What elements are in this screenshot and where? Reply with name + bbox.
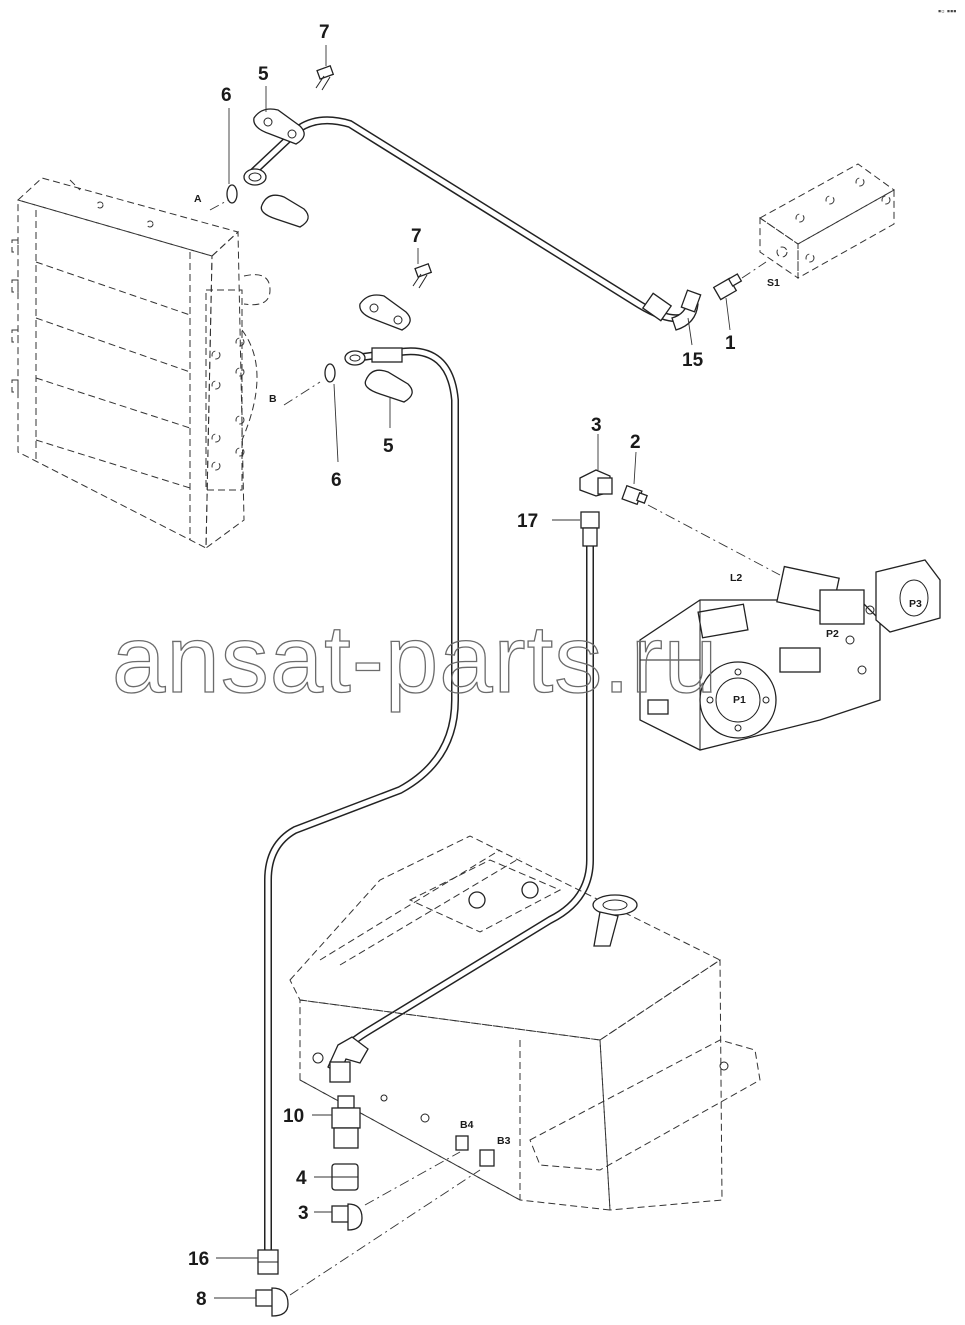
callout-7-lower: 7 (411, 226, 422, 247)
callout-6-upper: 6 (221, 85, 232, 106)
port-label-p2: P2 (826, 628, 839, 640)
elbow-fitting-8 (255, 1287, 289, 1317)
split-flange-lower (359, 294, 413, 403)
leader-b (283, 381, 321, 406)
cooler-outline (11, 177, 271, 550)
leader-l2 (647, 504, 781, 576)
elbow-fitting-lower (331, 1203, 363, 1231)
valve-block-s1 (759, 163, 895, 279)
adapter-fitting-s1 (712, 261, 767, 301)
leader-b4 (364, 1151, 461, 1206)
drain-tube-17 (327, 511, 600, 1083)
adapter-fitting-2 (621, 484, 648, 506)
callout-4: 4 (296, 1168, 307, 1189)
port-label-p1: P1 (733, 694, 746, 706)
bolt-lower (412, 263, 433, 289)
check-valve-10 (331, 1095, 361, 1149)
o-ring-upper (226, 184, 238, 204)
callout-6-lower: 6 (331, 470, 342, 491)
watermark: ansat-parts.ru (112, 606, 718, 713)
port-label-b: B (269, 393, 277, 405)
port-label-b4: B4 (460, 1119, 474, 1131)
callout-5-lower: 5 (383, 436, 394, 457)
callout-2: 2 (630, 432, 641, 453)
hydraulic-tank (289, 835, 761, 1211)
port-label-b3: B3 (497, 1135, 511, 1147)
pressure-tube-upper (243, 116, 702, 331)
port-label-a: A (194, 193, 202, 205)
callout-16: 16 (188, 1249, 209, 1270)
callout-15: 15 (682, 350, 704, 371)
callout-7-upper: 7 (319, 22, 330, 43)
callout-1: 1 (725, 333, 736, 354)
hydraulic-pump-assembly (639, 559, 941, 751)
callout-5-upper: 5 (258, 64, 269, 85)
callout-17: 17 (517, 511, 538, 532)
split-flange-upper (253, 108, 309, 228)
port-label-l2: L2 (730, 572, 742, 584)
leader-b3 (289, 1169, 481, 1296)
nut-4 (331, 1163, 359, 1191)
callout-8: 8 (196, 1289, 207, 1310)
port-label-s1: S1 (767, 277, 780, 289)
elbow-fitting-upper (579, 469, 613, 497)
callout-3-upper: 3 (591, 415, 602, 436)
corner-mark: ▪▫ ▪▪▪ (938, 6, 956, 16)
suction-tube-left (257, 347, 459, 1275)
o-ring-lower (324, 363, 336, 383)
callout-10: 10 (283, 1106, 304, 1127)
bolt-upper (315, 65, 335, 91)
port-label-p3: P3 (909, 598, 922, 610)
callout-leaders (214, 45, 731, 1299)
callout-3-lower: 3 (298, 1203, 309, 1224)
